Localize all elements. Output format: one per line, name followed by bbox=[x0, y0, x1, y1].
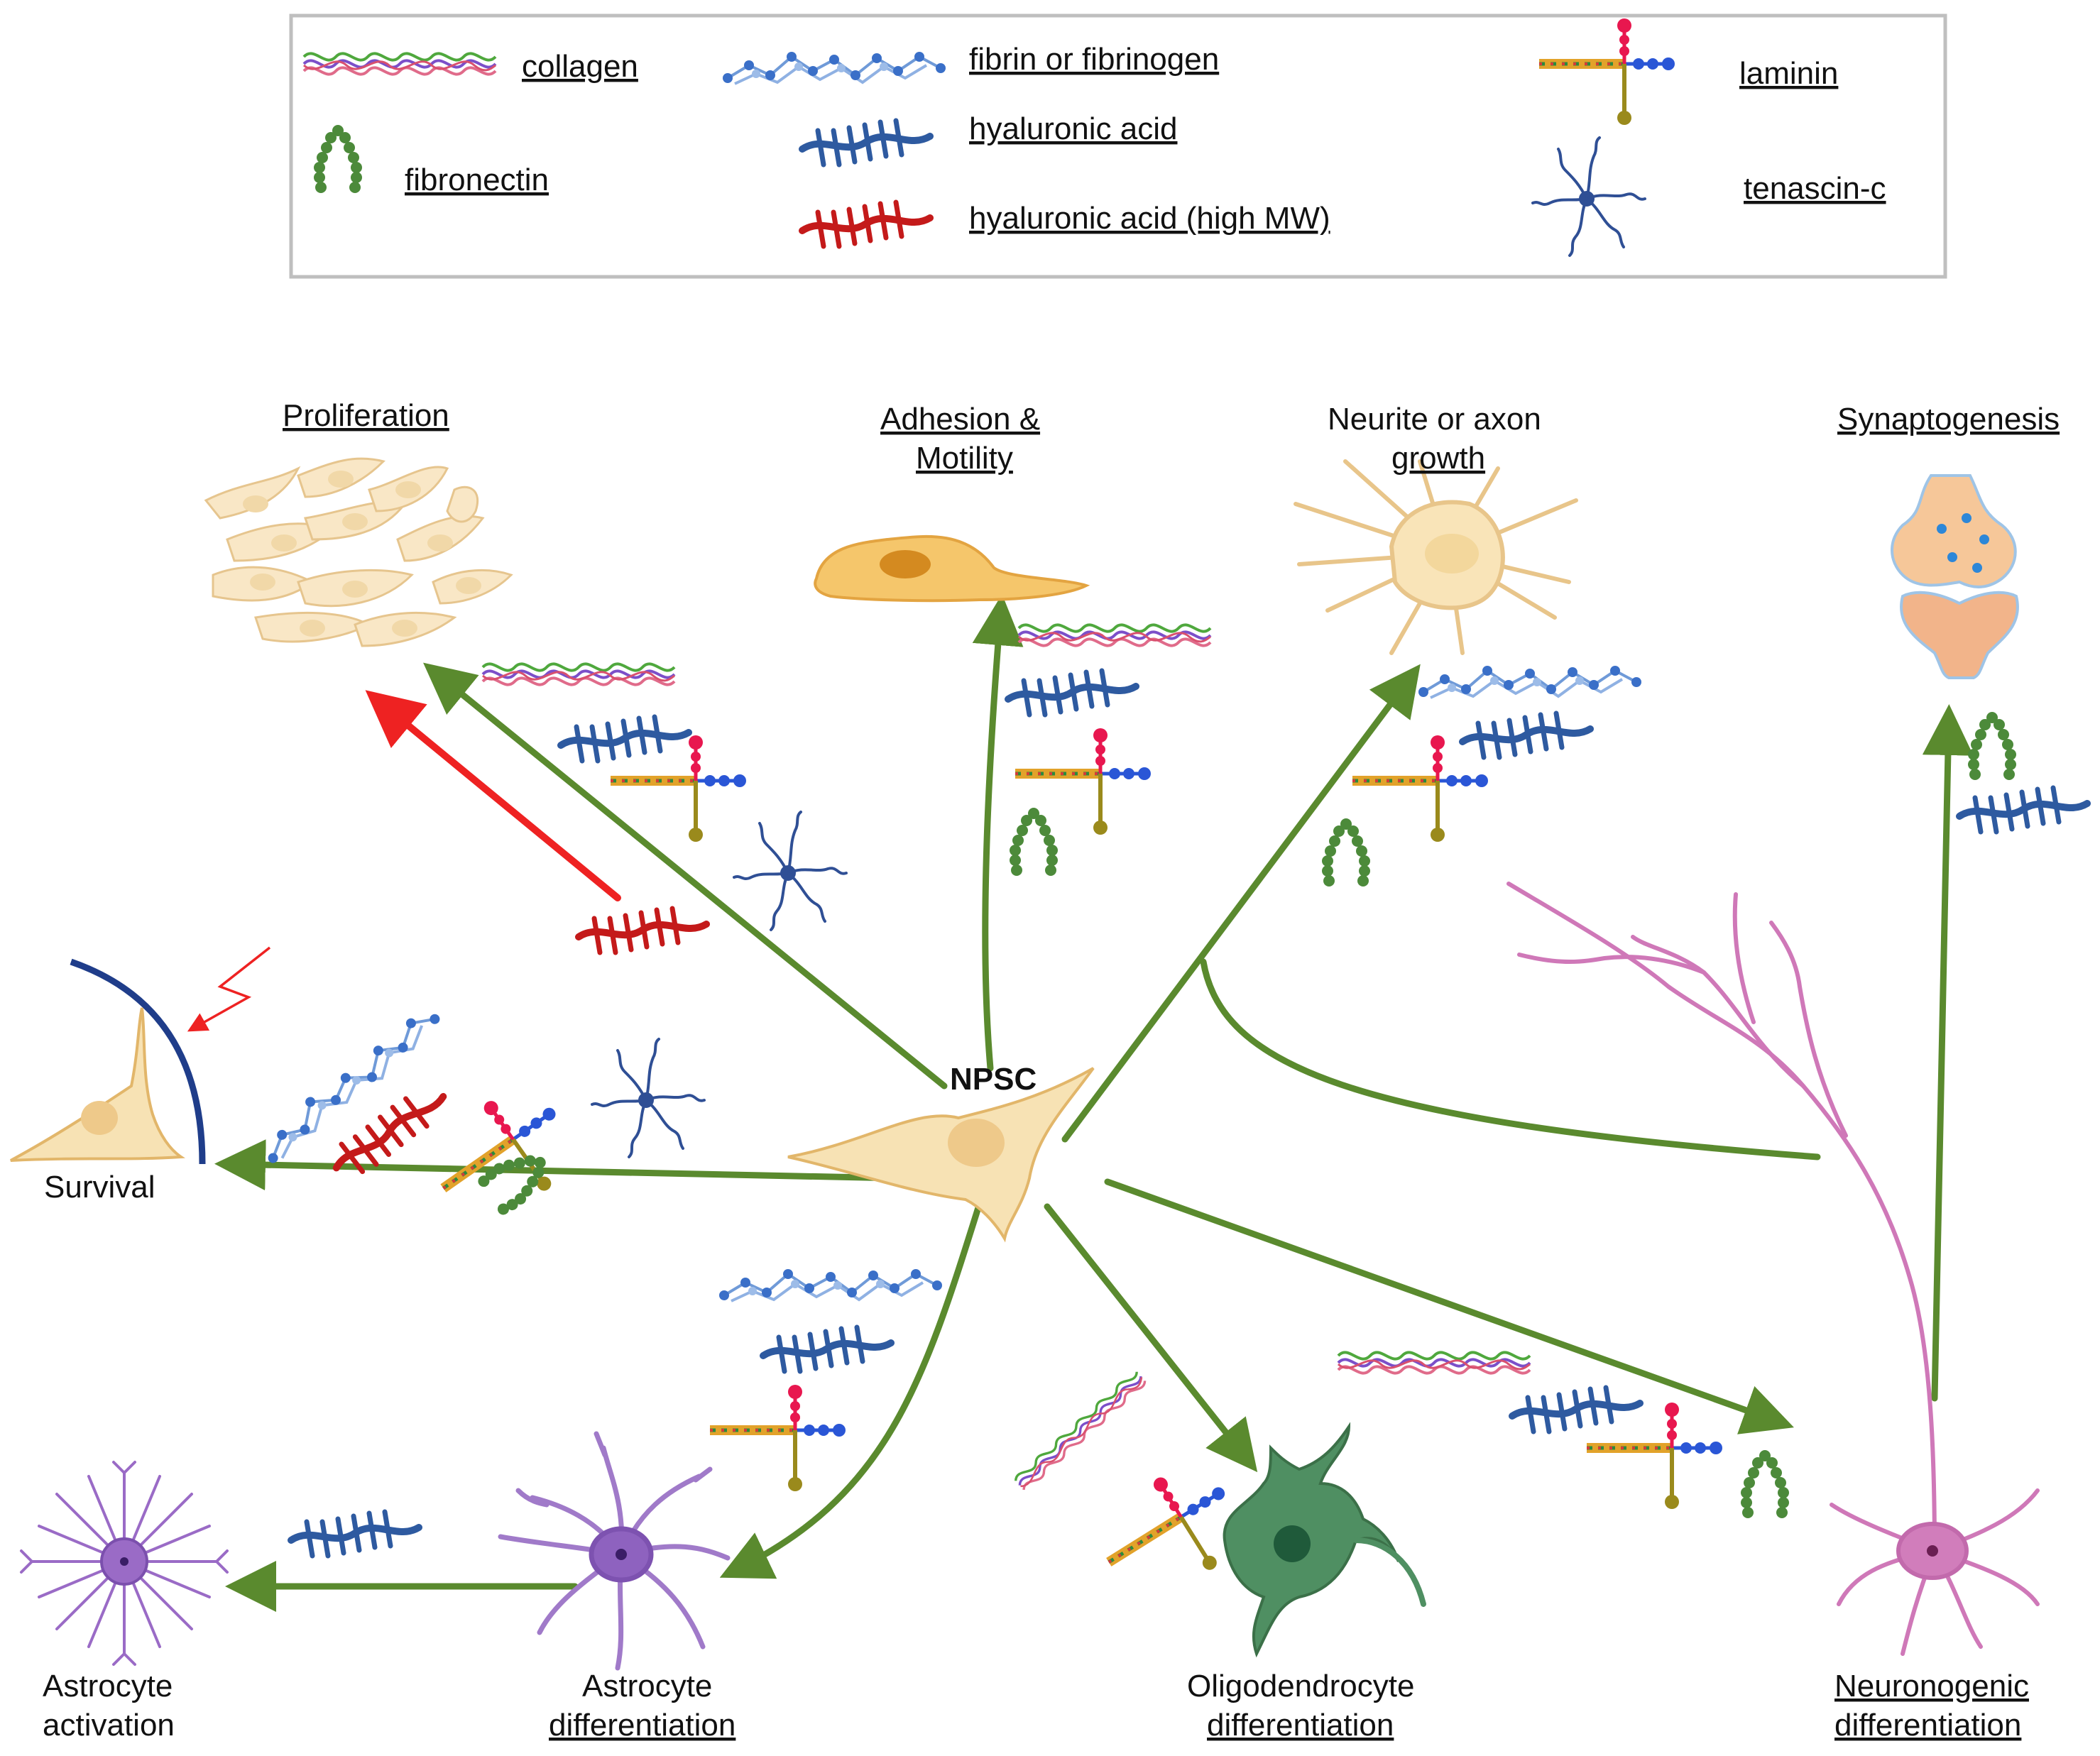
hyaluronic-acid-high-mw-icon bbox=[579, 909, 706, 953]
legend-hyaluronic-acid-high-mw-label: hyaluronic acid (high MW) bbox=[969, 201, 1330, 236]
fibronectin-icon bbox=[1741, 1450, 1789, 1518]
survival-cell bbox=[10, 946, 271, 1165]
hyaluronic-acid-icon bbox=[291, 1512, 419, 1556]
neurite-label-line1: Neurite or axon bbox=[1328, 402, 1541, 437]
neurite-cell bbox=[1294, 459, 1578, 655]
laminin-icon bbox=[611, 735, 746, 842]
collagen-icon bbox=[1337, 1351, 1531, 1375]
astrocyte-activation-label-line2: activation bbox=[43, 1708, 175, 1743]
adhesion-label-line2: Motility bbox=[916, 441, 1013, 476]
synaptogenesis-label: Synaptogenesis bbox=[1837, 402, 2060, 437]
survival-label: Survival bbox=[44, 1170, 155, 1204]
legend-tenascin-c-label: tenascin-c bbox=[1744, 171, 1886, 206]
hyaluronic-acid-icon bbox=[1959, 788, 2087, 832]
legend-collagen-label: collagen bbox=[522, 49, 638, 84]
laminin-icon bbox=[1587, 1403, 1722, 1509]
neuron bbox=[1506, 882, 2040, 1656]
hyaluronic-acid-icon bbox=[1512, 1388, 1640, 1432]
proliferation-cells bbox=[204, 457, 513, 647]
synapse-icon bbox=[1891, 474, 2019, 679]
arrow-to-adhesion bbox=[972, 594, 1024, 1072]
neurite-label-line2: growth bbox=[1391, 441, 1485, 476]
astrocyte-activation-label-line1: Astrocyte bbox=[43, 1669, 173, 1703]
collagen-icon bbox=[1012, 1368, 1148, 1493]
fibrin-icon bbox=[1417, 664, 1643, 699]
neuronogenic-label-line2: differentiation bbox=[1834, 1708, 2021, 1743]
adhesion-label-line1: Adhesion & bbox=[880, 402, 1040, 437]
hyaluronic-acid-icon bbox=[1008, 671, 1136, 715]
astrocyte bbox=[498, 1431, 731, 1671]
legend-fibrin-label: fibrin or fibrinogen bbox=[969, 42, 1219, 77]
fibrin-icon bbox=[718, 1268, 944, 1302]
fibronectin-icon bbox=[1322, 818, 1370, 887]
fibrin-icon bbox=[251, 1002, 450, 1168]
collagen-icon bbox=[481, 662, 676, 686]
npsc-label: NPSC bbox=[950, 1062, 1037, 1097]
arrow-to-survival bbox=[214, 1139, 902, 1191]
oligodendrocyte-label-line2: differentiation bbox=[1207, 1708, 1394, 1743]
hyaluronic-acid-icon bbox=[763, 1327, 891, 1371]
legend-fibronectin-label: fibronectin bbox=[405, 163, 549, 197]
legend-laminin-label: laminin bbox=[1739, 56, 1838, 91]
arrow-to-neuronogenic bbox=[1104, 1178, 1794, 1434]
tenascin-c-icon bbox=[591, 1038, 706, 1158]
collagen-icon bbox=[1017, 623, 1212, 647]
arrow-to-oligodendrocyte bbox=[1044, 1203, 1258, 1473]
legend: collagen fibrin or fibrinogen laminin fi… bbox=[289, 16, 1947, 279]
arrow-to-neurite bbox=[1061, 664, 1421, 1143]
arrows bbox=[214, 594, 1974, 1612]
legend-hyaluronic-acid-label: hyaluronic acid bbox=[969, 111, 1178, 146]
tenascin-c-icon bbox=[733, 811, 848, 931]
laminin-icon bbox=[710, 1385, 846, 1491]
neurite-branch-curve bbox=[1200, 958, 1821, 1160]
hyaluronic-acid-icon bbox=[1462, 713, 1590, 757]
activated-astrocyte bbox=[20, 1461, 229, 1666]
arrow-to-proliferation bbox=[423, 662, 948, 1090]
arrow-to-astrocyte-differentiation bbox=[719, 1200, 983, 1579]
laminin-icon bbox=[1352, 735, 1488, 842]
oligodendrocyte-label-line1: Oligodendrocyte bbox=[1187, 1669, 1414, 1703]
npsc-cell bbox=[787, 1067, 1095, 1243]
arrow-to-synaptogenesis bbox=[1922, 704, 1974, 1402]
fibronectin-icon bbox=[1010, 808, 1058, 876]
arrow-red-ha-high-mw-to-proliferation bbox=[365, 690, 621, 901]
oligodendrocyte bbox=[1223, 1422, 1426, 1658]
adhesion-cell bbox=[814, 534, 1090, 603]
astrocyte-differentiation-label-line2: differentiation bbox=[549, 1708, 735, 1743]
damage-bolt-icon bbox=[187, 946, 271, 1032]
neuronogenic-label-line1: Neuronogenic bbox=[1834, 1669, 2029, 1703]
proliferation-label: Proliferation bbox=[283, 398, 449, 433]
hyaluronic-acid-icon bbox=[561, 717, 689, 761]
fibronectin-icon bbox=[1968, 712, 2016, 780]
astrocyte-differentiation-label-line1: Astrocyte bbox=[582, 1669, 712, 1703]
